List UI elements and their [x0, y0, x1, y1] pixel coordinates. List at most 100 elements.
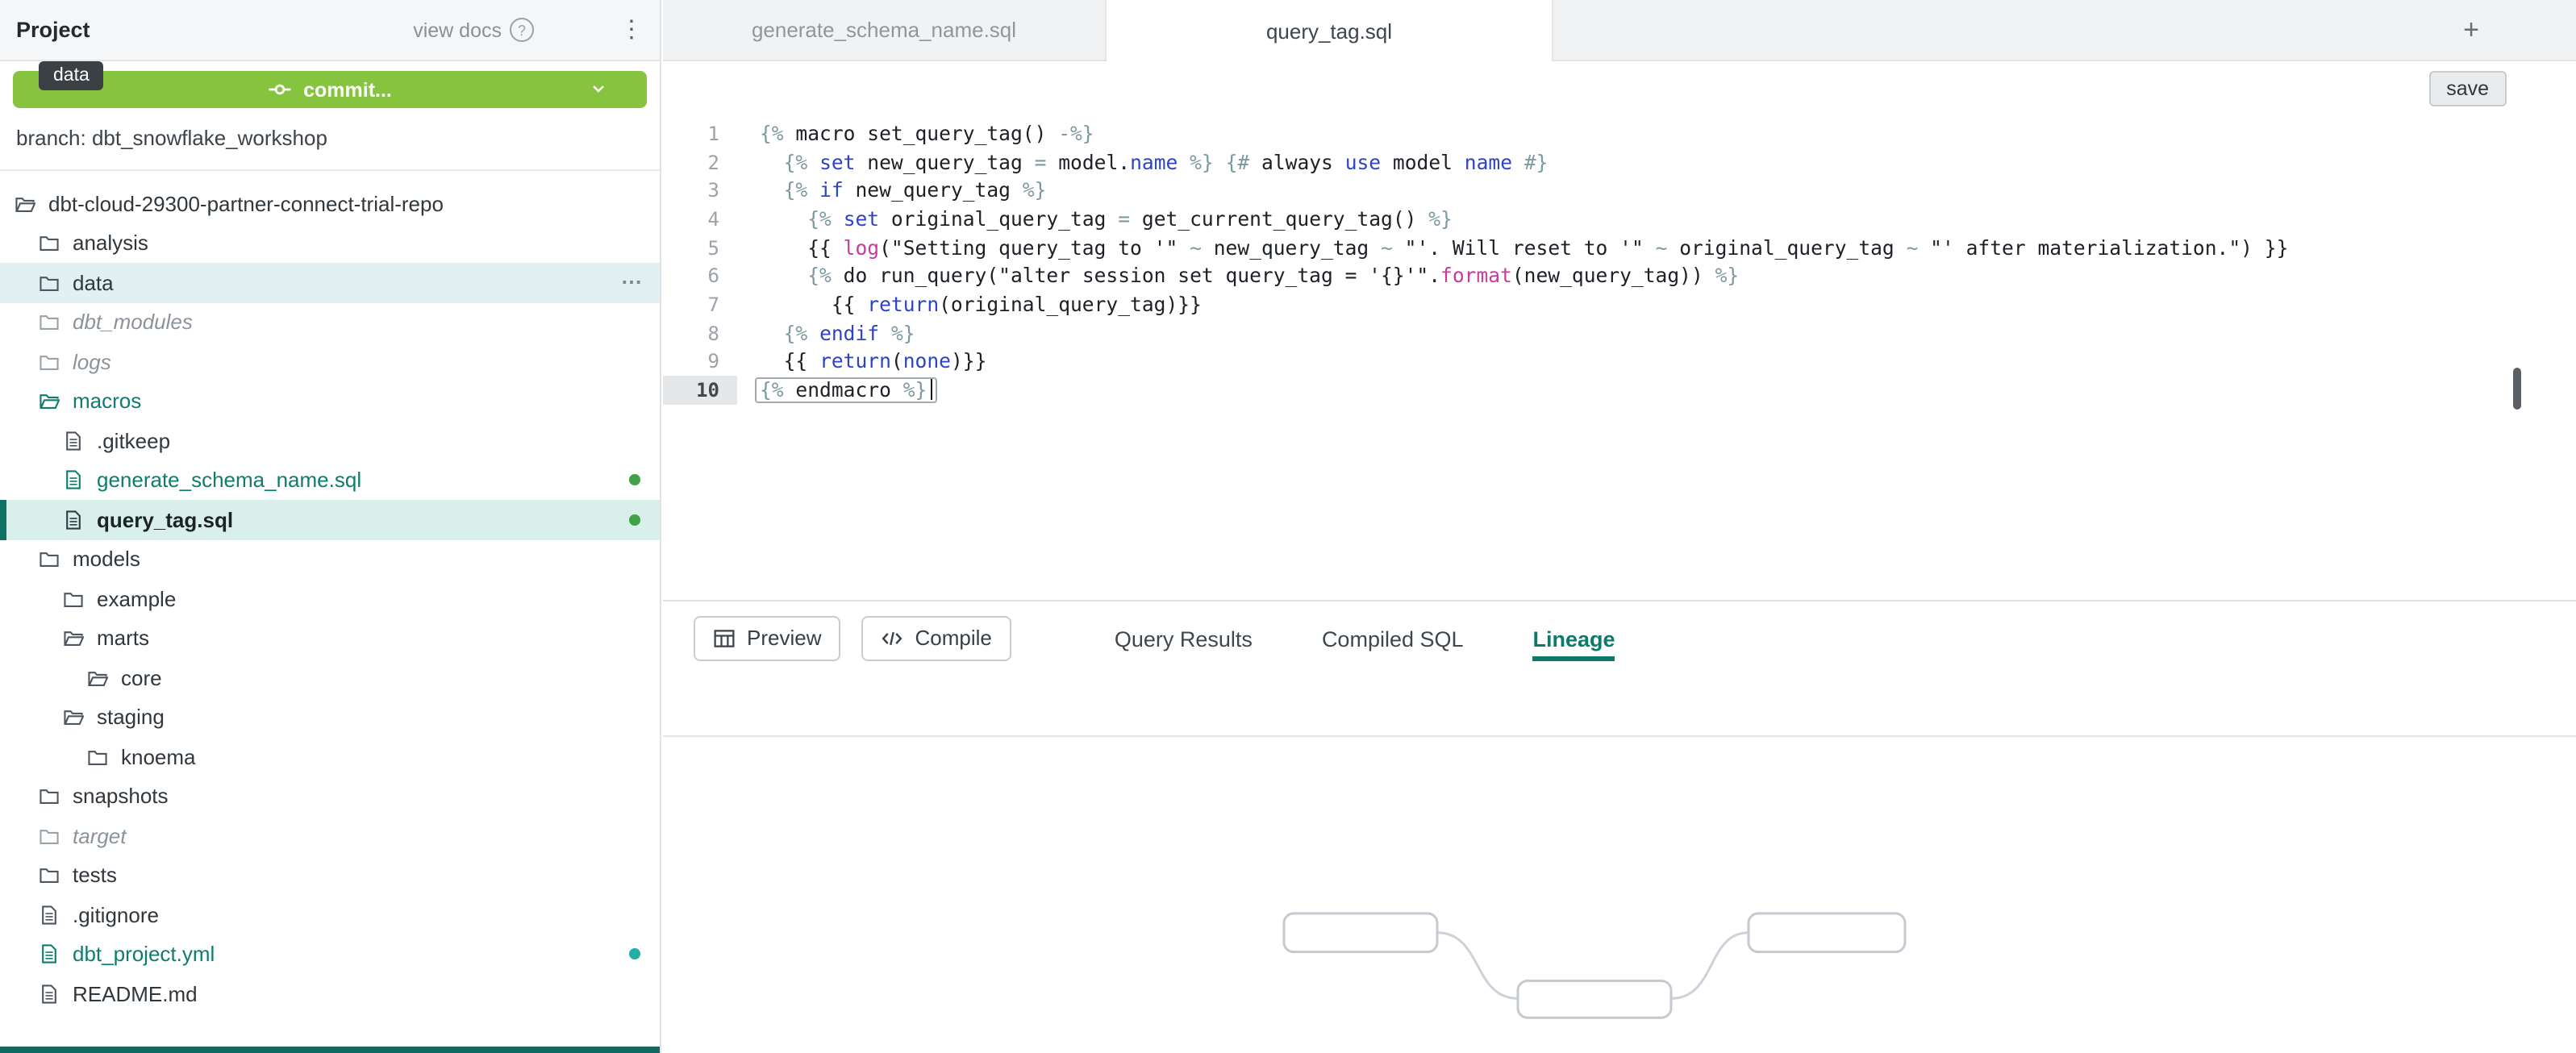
- tree-file-.gitkeep[interactable]: .gitkeep: [0, 421, 660, 460]
- code-line-3[interactable]: 3 {% if new_query_tag %}: [663, 177, 2576, 205]
- tree-file-dbt_project.yml[interactable]: dbt_project.yml: [0, 934, 660, 974]
- bottom-toolbar: Preview Compile Query Results Compiled SQ…: [663, 601, 2576, 663]
- folder-icon: [39, 826, 60, 847]
- folder-open-icon: [63, 707, 84, 728]
- commit-button[interactable]: commit...: [13, 71, 647, 108]
- folder-open-icon: [15, 194, 35, 214]
- tree-folder-marts[interactable]: marts: [0, 618, 660, 658]
- tree-folder-core[interactable]: core: [0, 658, 660, 697]
- commit-area: commit... data: [0, 61, 660, 108]
- folder-icon: [39, 273, 60, 293]
- code-text: {% set original_query_tag = get_current_…: [807, 207, 1453, 231]
- tree-item-label: knoema: [121, 744, 196, 769]
- tree-item-label: tests: [73, 863, 117, 888]
- tree-item-label: .gitkeep: [97, 428, 171, 453]
- tree-folder-analysis[interactable]: analysis: [0, 223, 660, 263]
- editor-tab-query_tag.sql[interactable]: query_tag.sql: [1107, 0, 1553, 61]
- help-icon[interactable]: ?: [510, 18, 534, 42]
- lineage-node[interactable]: [1282, 912, 1439, 954]
- code-line-10[interactable]: 10{% endmacro %}: [663, 376, 2576, 405]
- compile-button[interactable]: Compile: [861, 615, 1011, 660]
- tree-folder-dbt_modules[interactable]: dbt_modules: [0, 302, 660, 342]
- branch-label: branch: dbt_snowflake_workshop: [0, 108, 660, 171]
- tree-folder-snapshots[interactable]: snapshots: [0, 776, 660, 816]
- folder-icon: [39, 352, 60, 373]
- code-line-8[interactable]: 8 {% endif %}: [663, 319, 2576, 348]
- tree-item-label: models: [73, 547, 140, 572]
- table-icon: [713, 626, 736, 649]
- git-status-dot: [629, 474, 640, 486]
- tree-folder-tests[interactable]: tests: [0, 855, 660, 895]
- code-line-2[interactable]: 2 {% set new_query_tag = model.name %} {…: [663, 148, 2576, 176]
- file-icon: [39, 984, 60, 1005]
- tree-file-generate_schema_name.sql[interactable]: generate_schema_name.sql: [0, 460, 660, 500]
- drag-ghost-badge: data: [39, 61, 104, 90]
- tree-folder-staging[interactable]: staging: [0, 697, 660, 737]
- lineage-node[interactable]: [1747, 912, 1907, 954]
- new-tab-button[interactable]: +: [2463, 14, 2479, 44]
- tab-query-results[interactable]: Query Results: [1114, 626, 1253, 651]
- tree-file-query_tag.sql[interactable]: query_tag.sql: [0, 500, 660, 539]
- tab-compiled-sql[interactable]: Compiled SQL: [1321, 626, 1464, 651]
- commit-button-label: commit...: [303, 78, 392, 101]
- tree-folder-example[interactable]: example: [0, 579, 660, 618]
- preview-button[interactable]: Preview: [694, 615, 841, 660]
- code-line-4[interactable]: 4 {% set original_query_tag = get_curren…: [663, 205, 2576, 233]
- lineage-node[interactable]: [1516, 979, 1673, 1019]
- editor-tab-generate_schema_name.sql[interactable]: generate_schema_name.sql: [663, 0, 1107, 60]
- tree-folder-data[interactable]: data⋯: [0, 263, 660, 302]
- tree-folder-models[interactable]: models: [0, 539, 660, 579]
- file-tree: dbt-cloud-29300-partner-connect-trial-re…: [0, 171, 660, 1013]
- line-number: 10: [663, 376, 737, 405]
- tree-folder-target[interactable]: target: [0, 816, 660, 855]
- tree-folder-logs[interactable]: logs: [0, 342, 660, 381]
- file-icon: [63, 431, 84, 452]
- folder-icon: [39, 865, 60, 886]
- view-docs-link[interactable]: view docs: [413, 19, 502, 41]
- code-line-5[interactable]: 5 {{ log("Setting query_tag to '" ~ new_…: [663, 234, 2576, 262]
- tree-folder-knoema[interactable]: knoema: [0, 737, 660, 776]
- code-text: {% endif %}: [783, 322, 915, 345]
- tree-folder-macros[interactable]: macros: [0, 381, 660, 421]
- code-editor[interactable]: save 1{% macro set_query_tag() -%}2 {% s…: [663, 61, 2576, 600]
- tree-item-label: dbt_project.yml: [73, 942, 215, 967]
- lineage-canvas[interactable]: [663, 737, 2576, 1053]
- bottom-panel: Preview Compile Query Results Compiled SQ…: [663, 600, 2576, 1053]
- code-line-1[interactable]: 1{% macro set_query_tag() -%}: [663, 119, 2576, 148]
- lineage-graph: [1282, 912, 1907, 1019]
- editor-scrollbar-thumb[interactable]: [2513, 368, 2521, 410]
- chevron-down-icon[interactable]: [589, 79, 608, 98]
- file-icon: [63, 470, 84, 491]
- tree-item-label: example: [97, 586, 177, 611]
- code-text: {{ return(original_query_tag)}}: [760, 293, 1202, 316]
- code-line-7[interactable]: 7 {{ return(original_query_tag)}}: [663, 290, 2576, 318]
- row-menu-ellipsis[interactable]: ⋯: [621, 269, 644, 294]
- code-line-6[interactable]: 6 {% do run_query("alter session set que…: [663, 262, 2576, 290]
- save-button[interactable]: save: [2428, 71, 2507, 106]
- lineage-edge: [1670, 931, 1749, 1000]
- tree-file-README.md[interactable]: README.md: [0, 974, 660, 1013]
- code-text: {% endmacro %}: [737, 377, 938, 404]
- tree-item-label: analysis: [73, 231, 148, 256]
- line-number: 1: [707, 122, 719, 145]
- tree-item-label: staging: [97, 705, 165, 730]
- compile-label: Compile: [915, 626, 992, 650]
- line-number: 6: [707, 264, 719, 288]
- file-icon: [39, 905, 60, 926]
- line-number: 2: [707, 151, 719, 174]
- code-text: {% if new_query_tag %}: [783, 179, 1047, 202]
- folder-open-icon: [39, 391, 60, 412]
- git-status-dot: [629, 514, 640, 526]
- code-line-9[interactable]: 9 {{ return(none)}}: [663, 348, 2576, 376]
- tree-folder-dbt-cloud-29300-partner-connect-trial-repo[interactable]: dbt-cloud-29300-partner-connect-trial-re…: [0, 184, 660, 223]
- code-lines: 1{% macro set_query_tag() -%}2 {% set ne…: [663, 119, 2576, 405]
- tree-file-.gitignore[interactable]: .gitignore: [0, 895, 660, 934]
- tab-lineage[interactable]: Lineage: [1532, 626, 1615, 660]
- tree-item-label: dbt_modules: [73, 310, 193, 335]
- file-icon: [39, 944, 60, 965]
- kebab-menu-icon[interactable]: ⋮: [619, 16, 644, 44]
- folder-icon: [39, 549, 60, 570]
